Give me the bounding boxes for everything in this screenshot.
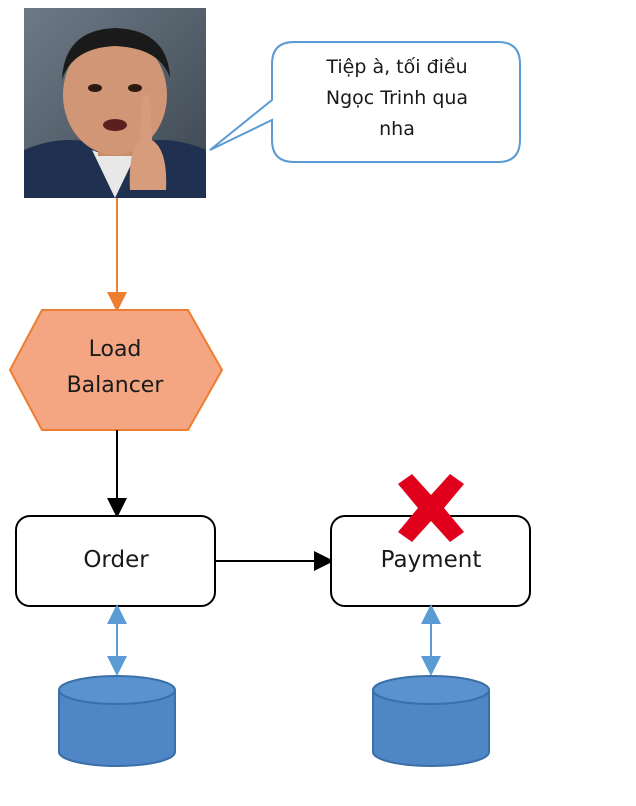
payment-database-icon: [372, 675, 490, 767]
load-balancer-node: [8, 309, 224, 431]
order-database-icon: [58, 675, 176, 767]
speech-line-2: Ngọc Trinh qua: [325, 87, 469, 109]
speech-line-3: nha: [379, 118, 415, 140]
speech-line-1: Tiệp à, tối điều: [326, 56, 468, 78]
load-balancer-label: Load Balancer: [30, 332, 200, 404]
payment-label: Payment: [380, 547, 482, 573]
load-balancer-label-line-2: Balancer: [66, 373, 164, 398]
speech-bubble-text: Tiệp à, tối điều Ngọc Trinh qua nha: [286, 52, 508, 145]
person-photo-icon: [24, 8, 206, 198]
red-x-cross-icon: [398, 474, 464, 542]
order-label: Order: [83, 547, 149, 573]
load-balancer-label-line-1: Load: [88, 337, 142, 362]
speech-bubble: [209, 41, 521, 163]
